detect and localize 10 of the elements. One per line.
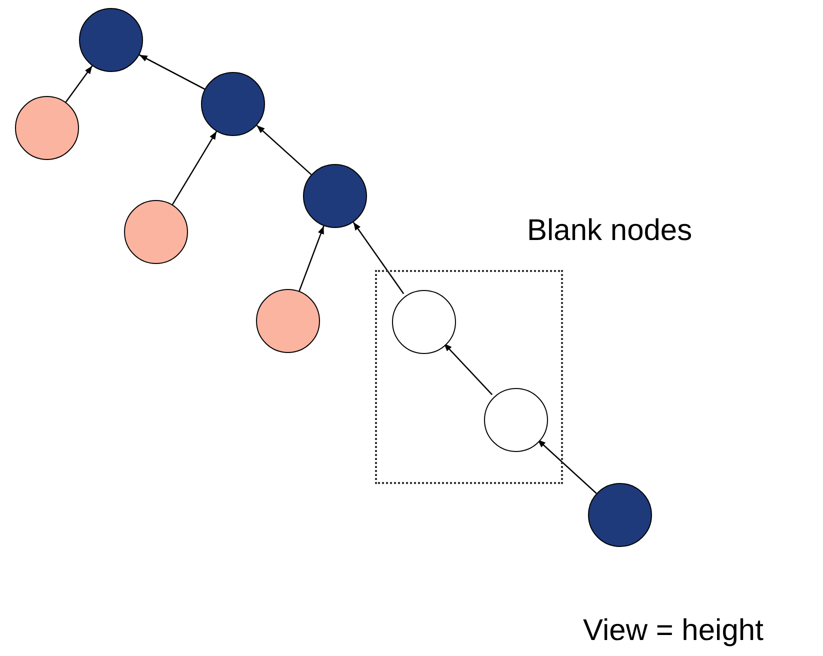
group-title: Blank nodes [527,216,692,246]
arrow [537,439,597,494]
arrow [256,124,312,176]
arrow [298,226,324,292]
arrow [443,342,493,396]
arrow [65,66,93,102]
arrow [352,222,404,294]
arrow [172,131,218,205]
arrow [139,54,205,90]
note-text: View = height [583,616,764,646]
